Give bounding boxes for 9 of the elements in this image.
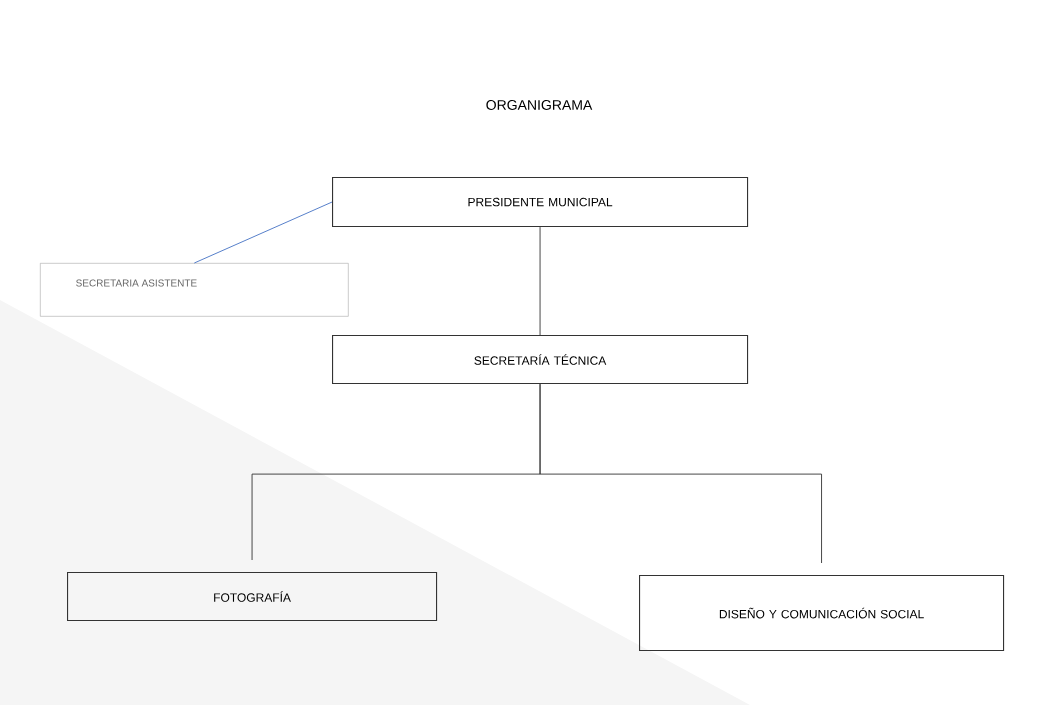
- connector-line: [539, 226, 541, 336]
- connector-line: [193, 201, 333, 264]
- connector-line: [539, 383, 822, 564]
- title: ORGANIGRAMA: [486, 100, 593, 110]
- org-box: PRESIDENTE MUNICIPAL: [332, 177, 749, 228]
- org-box: DISEÑO Y COMUNICACIÓN SOCIAL: [639, 575, 1005, 652]
- org-box: FOTOGRAFÍA: [67, 572, 438, 622]
- org-box: SECRETARÍA TÉCNICA: [332, 335, 749, 385]
- note-box: SECRETARIA ASISTENTE: [40, 263, 349, 317]
